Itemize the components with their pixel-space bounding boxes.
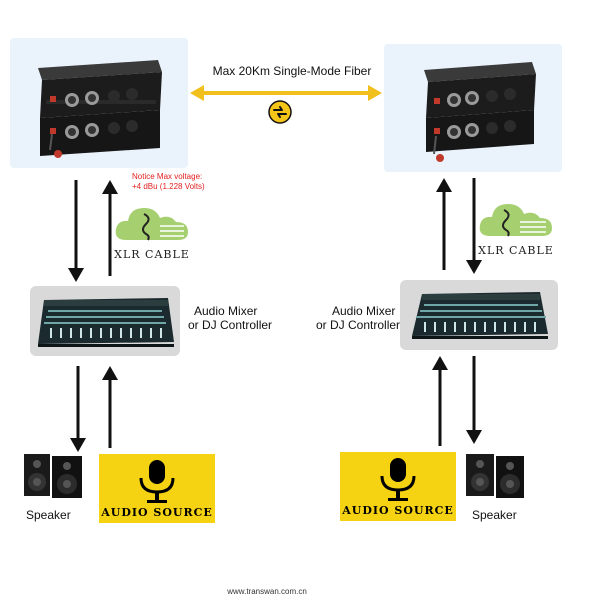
speaker-icon [466, 454, 524, 498]
microphone-icon [380, 458, 416, 501]
left-xlr-cable: XLR CABLE [112, 200, 192, 262]
left-xlr-label: XLR CABLE [114, 248, 190, 261]
microphone-icon [139, 460, 175, 503]
left-mixer-label: Audio Mixer or DJ Controller [188, 304, 298, 332]
fiber-converter-icon [424, 62, 536, 162]
footer-url: www.transwan.com.cn [227, 587, 307, 596]
left-upper-arrows [68, 180, 118, 282]
voltage-notice-line2: +4 dBu (1.228 Volts) [132, 182, 205, 191]
right-mixer-label-line1: Audio Mixer [332, 304, 396, 318]
right-mixer-label-line2: or DJ Controller [316, 318, 401, 332]
right-speaker: Speaker [464, 452, 528, 524]
right-audio-source: AUDIO SOURCE [340, 452, 456, 521]
voltage-notice: Notice Max voltage: +4 dBu (1.228 Volts) [132, 172, 252, 192]
voltage-notice-line1: Notice Max voltage: [132, 172, 203, 181]
fiber-converter-icon [38, 60, 162, 158]
left-audio-source-label: AUDIO SOURCE [101, 506, 213, 519]
right-mixer-panel [400, 280, 558, 350]
right-xlr-label: XLR CABLE [478, 244, 554, 257]
mixer-console-icon [412, 292, 548, 339]
left-mixer-label-line1: Audio Mixer [194, 304, 258, 318]
speaker-icon [24, 454, 82, 498]
right-xlr-cable: XLR CABLE [476, 196, 556, 258]
right-audio-source-label: AUDIO SOURCE [342, 504, 454, 517]
right-speaker-label: Speaker [472, 508, 517, 522]
left-audio-source: AUDIO SOURCE [99, 454, 215, 523]
left-mixer-label-line2: or DJ Controller [188, 318, 273, 332]
right-converter-panel [384, 44, 562, 172]
fiber-link-label: Max 20Km Single-Mode Fiber [212, 64, 372, 78]
right-mixer-label: Audio Mixer or DJ Controller [316, 304, 402, 332]
left-mixer-panel [30, 286, 180, 356]
left-speaker: Speaker [22, 452, 86, 524]
fiber-link-arrow [190, 85, 382, 101]
fiber-link-badge-icon [268, 100, 292, 124]
right-lower-arrows [432, 356, 482, 446]
left-converter-panel [10, 38, 188, 168]
cloud-music-icon [479, 204, 552, 237]
mixer-console-icon [38, 298, 174, 347]
right-upper-arrows [436, 178, 482, 274]
left-speaker-label: Speaker [26, 508, 71, 522]
left-lower-arrows [70, 366, 118, 452]
cloud-music-icon [115, 208, 188, 241]
